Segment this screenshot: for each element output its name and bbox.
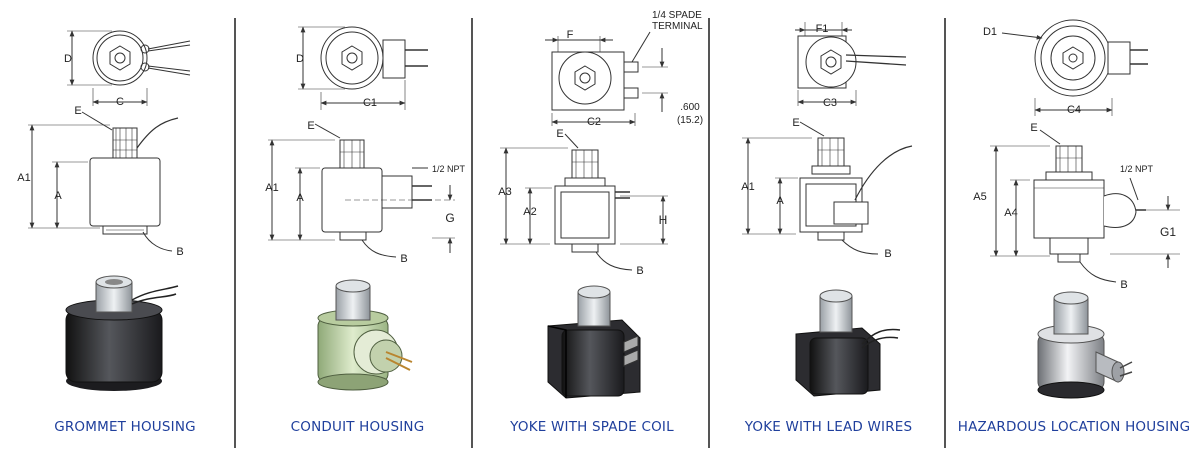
grommet-label-d: D: [64, 53, 72, 65]
conduit-label-b: B: [400, 253, 407, 265]
hazardous-label-a5: A5: [973, 191, 986, 203]
panel-yoke-spade: [500, 31, 668, 399]
conduit-label-d: D: [296, 53, 304, 65]
hazardous-top-view: [1001, 19, 1148, 116]
yoke-lead-label-e: E: [792, 117, 799, 129]
hazardous-render: [1037, 291, 1133, 399]
yoke-spade-render: [547, 285, 641, 399]
conduit-side-view: [268, 123, 455, 258]
yoke-spade-label-a2: A2: [523, 206, 536, 218]
caption-hazardous-location-housing: HAZARDOUS LOCATION HOUSING: [957, 419, 1191, 435]
hazardous-label-d1: D1: [983, 26, 997, 38]
panel-divider: [708, 18, 710, 448]
caption-grommet-housing: GROMMET HOUSING: [54, 419, 196, 435]
caption-conduit-housing: CONDUIT HOUSING: [290, 419, 425, 435]
dimension-labels: D C E A1 A B D C1 E A1 A 1/2 NPT G B F 1…: [17, 10, 1176, 291]
yoke-lead-top-view: [795, 22, 907, 106]
panel-divider: [234, 18, 236, 448]
panel-divider: [944, 18, 946, 448]
conduit-render: [317, 279, 413, 391]
conduit-label-a1: A1: [265, 182, 278, 194]
hazardous-label-npt: 1/2 NPT: [1120, 164, 1154, 174]
yoke-spade-label-spade: 1/4 SPADE: [652, 10, 702, 21]
grommet-label-c: C: [116, 96, 124, 108]
yoke-spade-label-c2: C2: [587, 116, 601, 128]
panel-conduit: [268, 26, 455, 391]
caption-yoke-lead-wires: YOKE WITH LEAD WIRES: [744, 419, 913, 435]
yoke-lead-render: [795, 289, 901, 397]
conduit-label-a: A: [296, 192, 304, 204]
grommet-label-a: A: [54, 190, 62, 202]
conduit-label-e: E: [307, 120, 314, 132]
yoke-spade-label-600: .600: [680, 102, 700, 113]
grommet-render: [65, 275, 179, 391]
hazardous-label-b: B: [1120, 279, 1127, 291]
yoke-lead-label-a: A: [776, 195, 784, 207]
yoke-spade-label-152: (15.2): [677, 115, 703, 126]
grommet-top-view: [67, 30, 191, 106]
panel-grommet: [28, 30, 191, 391]
grommet-side-view: [28, 111, 179, 252]
yoke-spade-top-view: [545, 31, 668, 126]
hazardous-label-g1: G1: [1160, 225, 1176, 239]
yoke-lead-label-f1: F1: [816, 23, 829, 35]
hazardous-label-e: E: [1030, 122, 1037, 134]
yoke-spade-label-e: E: [556, 128, 563, 140]
yoke-spade-label-a3: A3: [498, 186, 511, 198]
conduit-label-npt: 1/2 NPT: [432, 164, 466, 174]
caption-yoke-spade-coil: YOKE WITH SPADE COIL: [510, 419, 674, 435]
yoke-spade-label-terminal: TERMINAL: [652, 21, 703, 32]
grommet-label-b: B: [176, 246, 183, 258]
hazardous-side-view: [990, 129, 1180, 283]
yoke-spade-label-h: H: [659, 213, 668, 227]
yoke-spade-label-b: B: [636, 265, 643, 277]
yoke-lead-label-c3: C3: [823, 97, 837, 109]
conduit-label-g: G: [445, 211, 454, 225]
yoke-spade-side-view: [500, 133, 668, 271]
hazardous-label-c4: C4: [1067, 104, 1081, 116]
panel-hazardous: [990, 19, 1180, 399]
yoke-lead-side-view: [742, 121, 913, 255]
panel-yoke-lead: [742, 22, 913, 397]
grommet-label-e: E: [74, 105, 81, 117]
panel-divider: [471, 18, 473, 448]
conduit-label-c1: C1: [363, 97, 377, 109]
grommet-label-a1: A1: [17, 172, 30, 184]
yoke-spade-label-f: F: [567, 29, 574, 41]
yoke-lead-label-a1: A1: [741, 181, 754, 193]
hazardous-label-a4: A4: [1004, 207, 1017, 219]
yoke-lead-label-b: B: [884, 248, 891, 260]
conduit-top-view: [298, 26, 428, 110]
